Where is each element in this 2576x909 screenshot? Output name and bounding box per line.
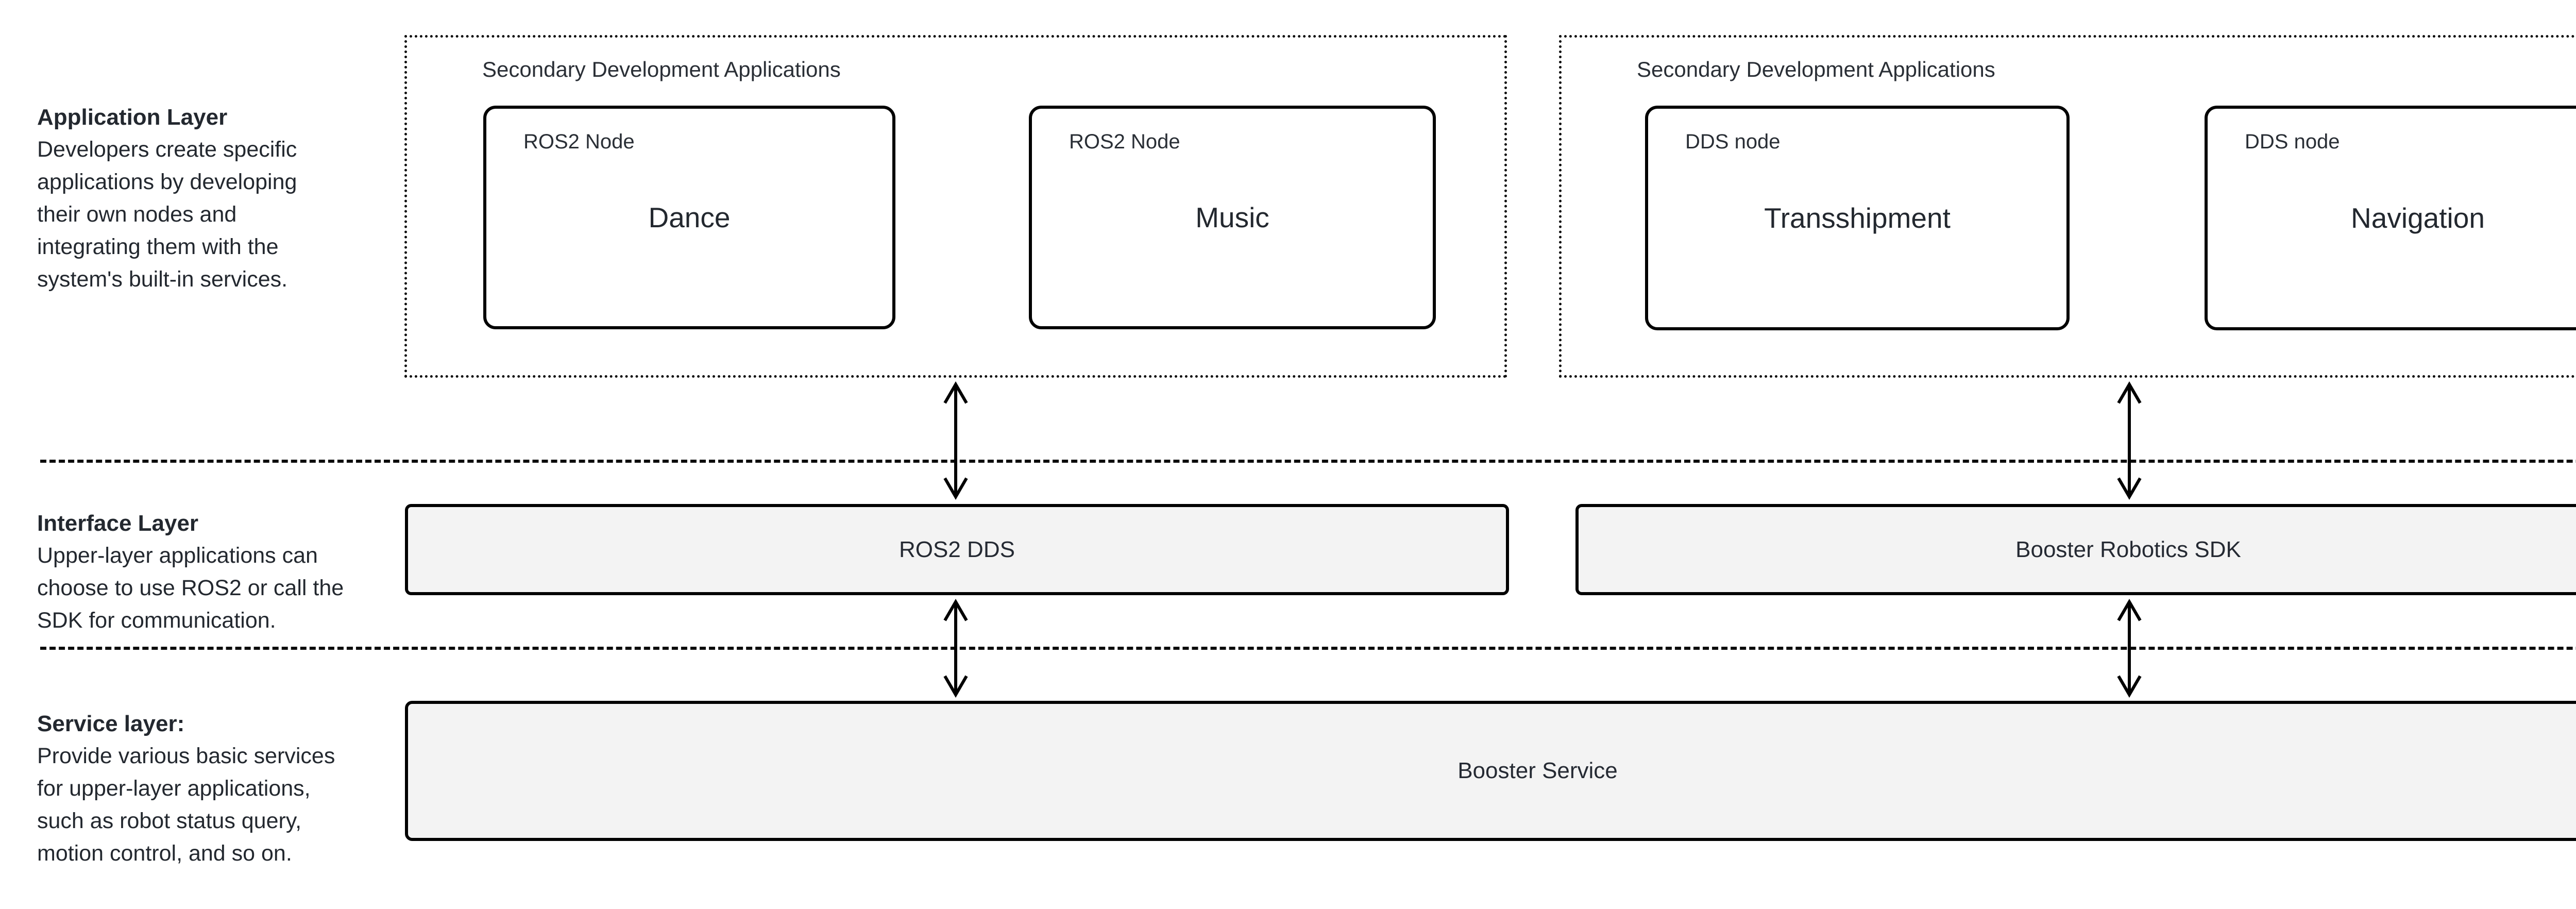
application-layer-title: Application Layer <box>37 105 228 130</box>
service-layer-text-line: Provide various basic services <box>37 744 335 768</box>
service-layer-title: Service layer: <box>37 711 185 736</box>
application-layer-text-line: integrating them with the <box>37 234 279 259</box>
interface-layer-description: Interface Layer Upper-layer applications… <box>37 507 418 637</box>
node-box-dance: ROS2 Node Dance <box>483 106 895 329</box>
group-label: Secondary Development Applications <box>482 57 841 81</box>
node-name-dance: Dance <box>648 201 731 233</box>
separator-interface-service <box>40 647 2576 650</box>
node-type-label: ROS2 Node <box>1069 130 1180 153</box>
application-layer-text-line: applications by developing <box>37 170 297 194</box>
service-layer-text-line: such as robot status query, <box>37 809 302 833</box>
service-layer-text-line: motion control, and so on. <box>37 841 292 866</box>
node-name-navigation: Navigation <box>2351 202 2485 234</box>
secondary-dev-apps-group-ros2: Secondary Development Applications ROS2 … <box>404 35 1507 378</box>
node-type-label: ROS2 Node <box>523 130 635 153</box>
separator-application-interface <box>40 460 2576 463</box>
interface-layer-text-line: SDK for communication. <box>37 608 276 633</box>
node-name-transshipment: Transshipment <box>1764 202 1951 234</box>
ros2-dds-label: ROS2 DDS <box>899 536 1015 562</box>
interface-layer-text-line: choose to use ROS2 or call the <box>37 576 344 600</box>
service-layer-description: Service layer: Provide various basic ser… <box>37 708 418 870</box>
arrow-apps-to-ros2dds <box>943 381 968 500</box>
arrow-ros2dds-to-service <box>943 599 968 698</box>
arrow-sdk-to-service <box>2117 599 2142 698</box>
node-box-navigation: DDS node Navigation <box>2205 106 2576 330</box>
group-label: Secondary Development Applications <box>1637 57 1995 81</box>
node-box-transshipment: DDS node Transshipment <box>1645 106 2070 330</box>
application-layer-text-line: their own nodes and <box>37 202 237 227</box>
booster-service-box: Booster Service <box>405 701 2576 841</box>
service-layer-text-line: for upper-layer applications, <box>37 776 311 801</box>
ros2-dds-box: ROS2 DDS <box>405 504 1509 595</box>
application-layer-text-line: system's built-in services. <box>37 267 288 292</box>
arrow-apps-to-sdk <box>2117 381 2142 500</box>
node-box-music: ROS2 Node Music <box>1029 106 1436 329</box>
booster-robotics-sdk-box: Booster Robotics SDK <box>1575 504 2576 595</box>
booster-robotics-sdk-label: Booster Robotics SDK <box>2015 536 2241 562</box>
node-type-label: DDS node <box>1685 130 1781 153</box>
node-type-label: DDS node <box>2245 130 2340 153</box>
node-name-music: Music <box>1195 201 1269 233</box>
secondary-dev-apps-group-dds: Secondary Development Applications DDS n… <box>1559 35 2576 378</box>
interface-layer-text-line: Upper-layer applications can <box>37 543 318 568</box>
application-layer-description: Application Layer Developers create spec… <box>37 101 418 296</box>
application-layer-text-line: Developers create specific <box>37 137 297 162</box>
booster-service-label: Booster Service <box>1458 758 1618 783</box>
interface-layer-title: Interface Layer <box>37 511 199 536</box>
